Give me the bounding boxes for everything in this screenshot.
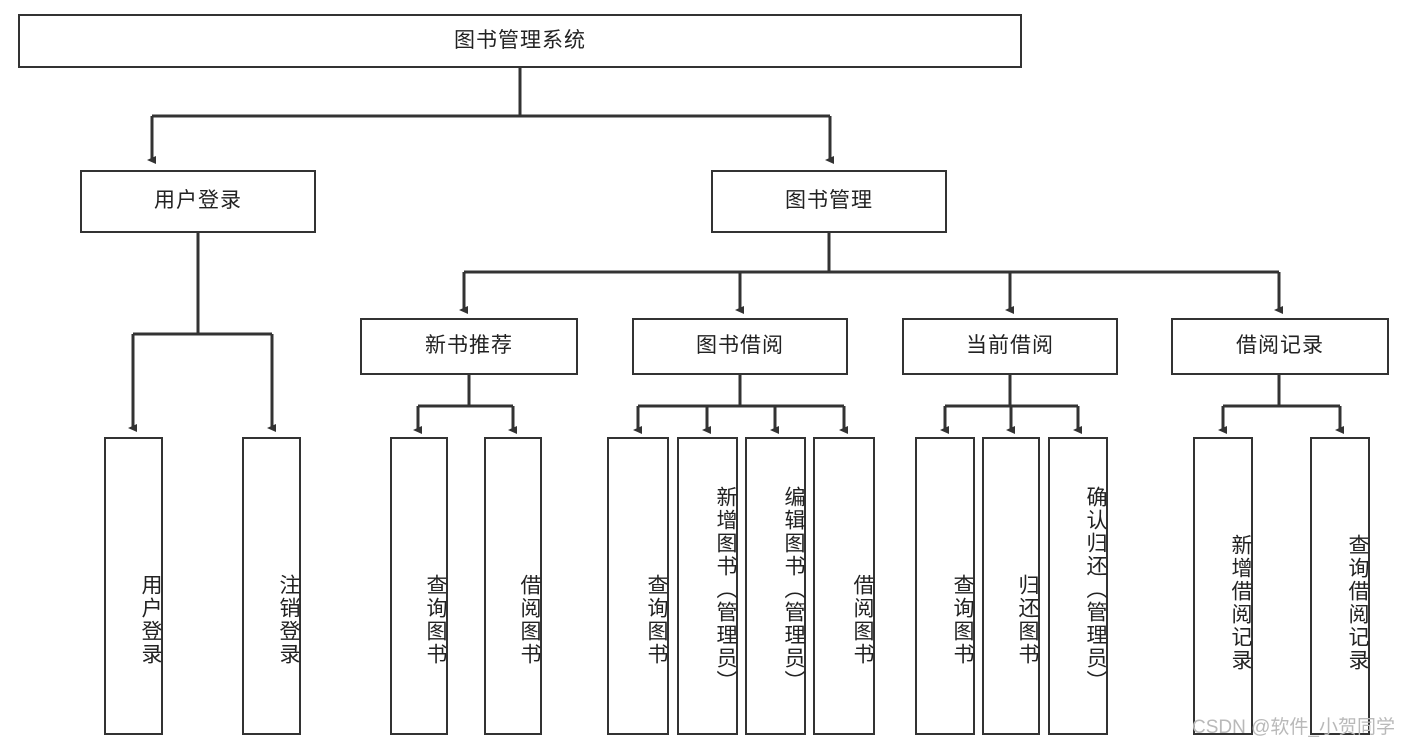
node-new-book-recommend-label: 新书推荐 — [425, 334, 513, 358]
leaf-user-login-signin-label: 用户登录 — [139, 574, 162, 666]
leaf-new-book-query[interactable]: 查询图书 — [390, 437, 448, 735]
leaf-borrow-record-query[interactable]: 查询借阅记录 — [1310, 437, 1370, 735]
node-current-borrow-label: 当前借阅 — [966, 334, 1054, 358]
leaf-book-borrow-add-label: 新增图书（管理员） — [714, 485, 737, 693]
node-book-borrow-label: 图书借阅 — [696, 334, 784, 358]
leaf-book-borrow-borrow[interactable]: 借阅图书 — [813, 437, 875, 735]
watermark-text: CSDN @软件_小贺同学 — [1192, 717, 1395, 738]
leaf-book-borrow-borrow-label: 借阅图书 — [851, 574, 874, 666]
leaf-book-borrow-edit[interactable]: 编辑图书（管理员） — [745, 437, 806, 735]
node-book-management-label: 图书管理 — [785, 189, 873, 213]
leaf-user-login-signout-label: 注销登录 — [277, 574, 300, 666]
node-new-book-recommend[interactable]: 新书推荐 — [360, 318, 578, 375]
leaf-borrow-record-add-label: 新增借阅记录 — [1229, 534, 1252, 672]
leaf-current-borrow-query[interactable]: 查询图书 — [915, 437, 975, 735]
leaf-book-borrow-edit-label: 编辑图书（管理员） — [782, 485, 805, 693]
node-book-borrow[interactable]: 图书借阅 — [632, 318, 848, 375]
node-root[interactable]: 图书管理系统 — [18, 14, 1022, 68]
leaf-borrow-record-query-label: 查询借阅记录 — [1346, 534, 1369, 672]
leaf-borrow-record-add[interactable]: 新增借阅记录 — [1193, 437, 1253, 735]
node-current-borrow[interactable]: 当前借阅 — [902, 318, 1118, 375]
node-borrow-record-label: 借阅记录 — [1236, 334, 1324, 358]
leaf-user-login-signin[interactable]: 用户登录 — [104, 437, 163, 735]
leaf-new-book-query-label: 查询图书 — [424, 574, 447, 666]
node-borrow-record[interactable]: 借阅记录 — [1171, 318, 1389, 375]
node-book-management[interactable]: 图书管理 — [711, 170, 947, 233]
leaf-current-borrow-query-label: 查询图书 — [951, 574, 974, 666]
node-root-label: 图书管理系统 — [454, 28, 586, 52]
leaf-book-borrow-add[interactable]: 新增图书（管理员） — [677, 437, 738, 735]
leaf-current-borrow-return[interactable]: 归还图书 — [982, 437, 1040, 735]
node-user-login[interactable]: 用户登录 — [80, 170, 316, 233]
leaf-current-borrow-confirm-label: 确认归还（管理员） — [1084, 485, 1107, 693]
leaf-book-borrow-query-label: 查询图书 — [645, 574, 668, 666]
leaf-new-book-borrow[interactable]: 借阅图书 — [484, 437, 542, 735]
leaf-book-borrow-query[interactable]: 查询图书 — [607, 437, 669, 735]
node-user-login-label: 用户登录 — [154, 189, 242, 213]
leaf-current-borrow-confirm[interactable]: 确认归还（管理员） — [1048, 437, 1108, 735]
leaf-current-borrow-return-label: 归还图书 — [1016, 574, 1039, 666]
leaf-new-book-borrow-label: 借阅图书 — [518, 574, 541, 666]
leaf-user-login-signout[interactable]: 注销登录 — [242, 437, 301, 735]
